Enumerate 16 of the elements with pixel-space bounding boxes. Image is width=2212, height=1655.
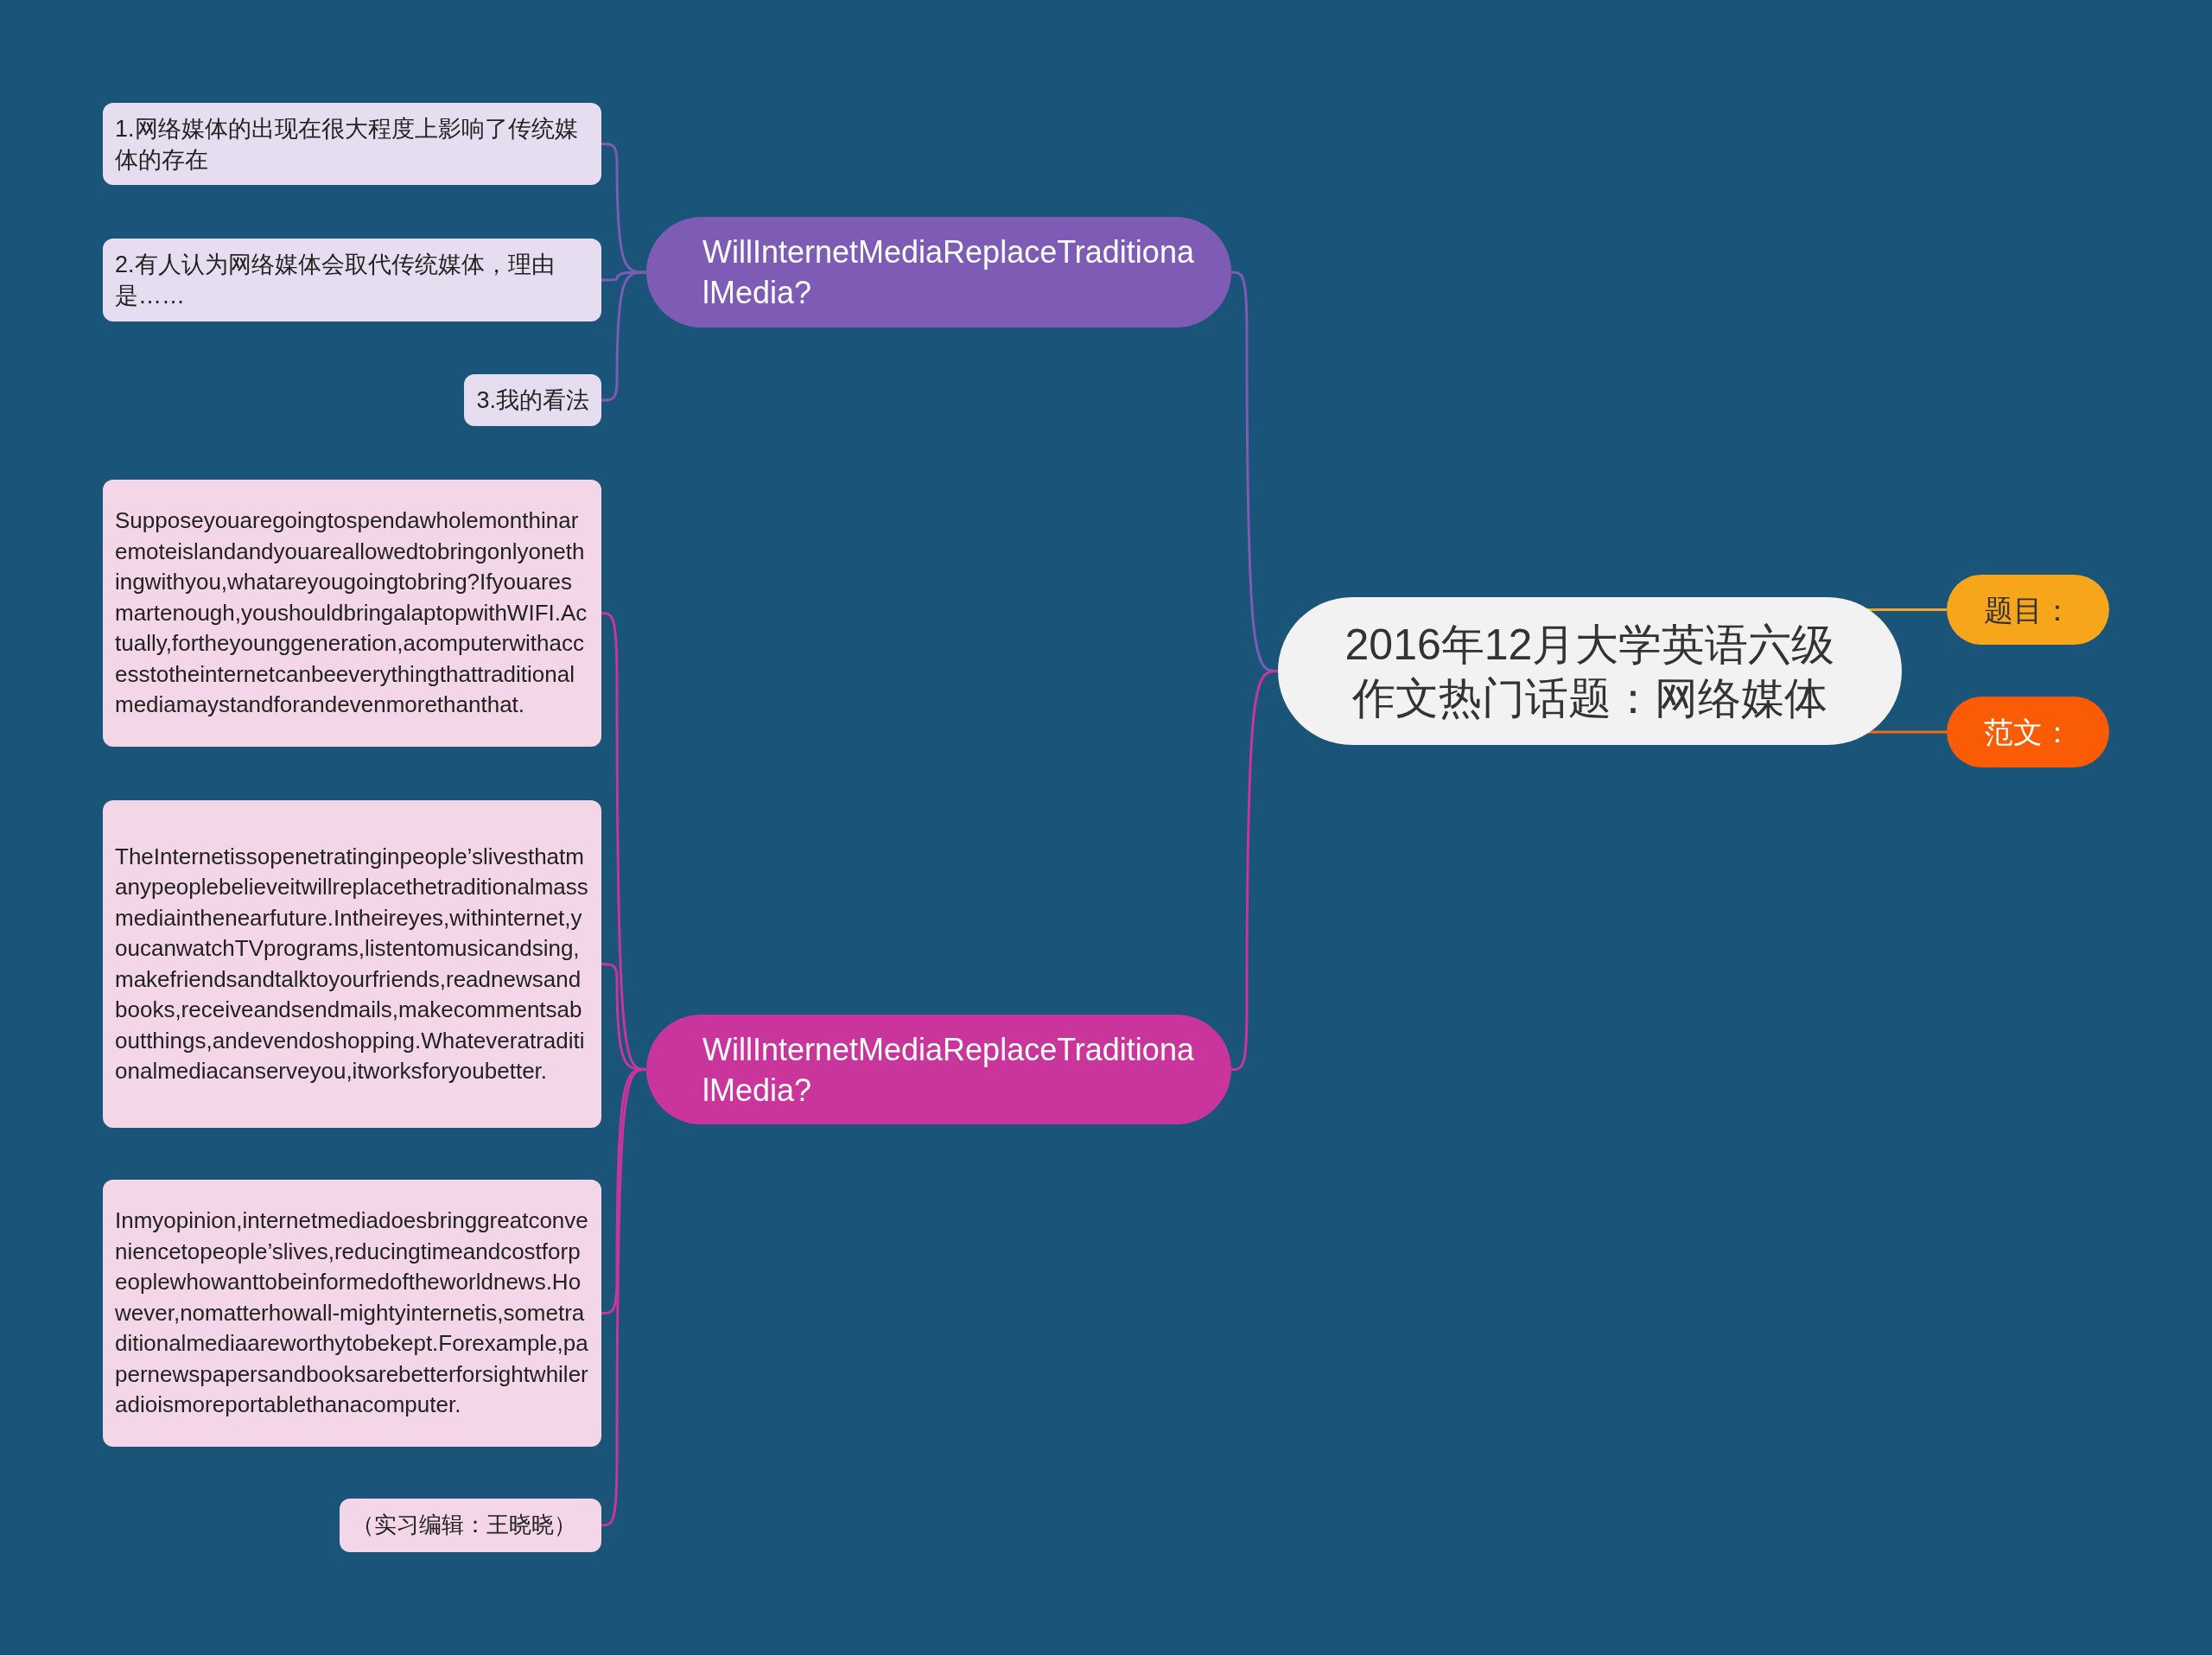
connector-line	[1867, 608, 1947, 611]
connector-line	[1867, 730, 1947, 734]
label-box: 范文：	[1947, 697, 2109, 767]
text-box: 2.有人认为网络媒体会取代传统媒体，理由是……	[103, 239, 601, 321]
text-box: Supposeyouaregoingtospendawholemonthinaremoteislandandyouareallowedtobringonlyonethingwithyou,whatareyougoingtobring?Ifyouaresmartenough,youshouldbringalaptopwithWIFI.Actually,fortheyounggeneration,acomputerwithaccesstotheinternetcanbeeverythingthattraditionalmediamaystandforandevenmorethanthat.	[103, 480, 601, 747]
connector-line	[1230, 670, 1279, 1071]
text-box: 1.网络媒体的出现在很大程度上影响了传统媒体的存在	[103, 103, 601, 185]
text-box: 3.我的看法	[464, 374, 601, 426]
branch-box: WillInternetMediaReplaceTraditionalMedia?	[646, 217, 1231, 328]
topic-box: 2016年12月大学英语六级作文热门话题：网络媒体	[1278, 597, 1902, 745]
connector-line	[601, 1068, 647, 1527]
branch-box: WillInternetMediaReplaceTraditionalMedia?	[646, 1015, 1231, 1124]
text-box: Inmyopinion,internetmediadoesbringgreatconveniencetopeople’slives,reducingtimeandcostforpeoplewhowanttobeinformedoftheworldnews.However,nomatterhowall-mightyinternetis,sometraditionalmediaareworthytobekept.Forexample,papernewspapersandbooksarebetterforsightwhileradioismoreportablethanacomputer.	[103, 1180, 601, 1447]
text-box: （实习编辑：王晓晓）	[340, 1499, 601, 1552]
text-box: TheInternetissopenetratinginpeople’slivesthatmanypeoplebelieveitwillreplacethetraditionalmassmediainthenearfuture.Intheireyes,withinternet,youcanwatchTVprograms,listentomusicandsing,makefriendsandtalktoyourfriends,readnewsandbooks,receiveandsendmails,makecommentsaboutthings,andevendoshopping.Whateveratraditionalmediacanserveyou,itworksforyoubetter.	[103, 800, 601, 1128]
label-box: 题目：	[1947, 575, 2109, 645]
